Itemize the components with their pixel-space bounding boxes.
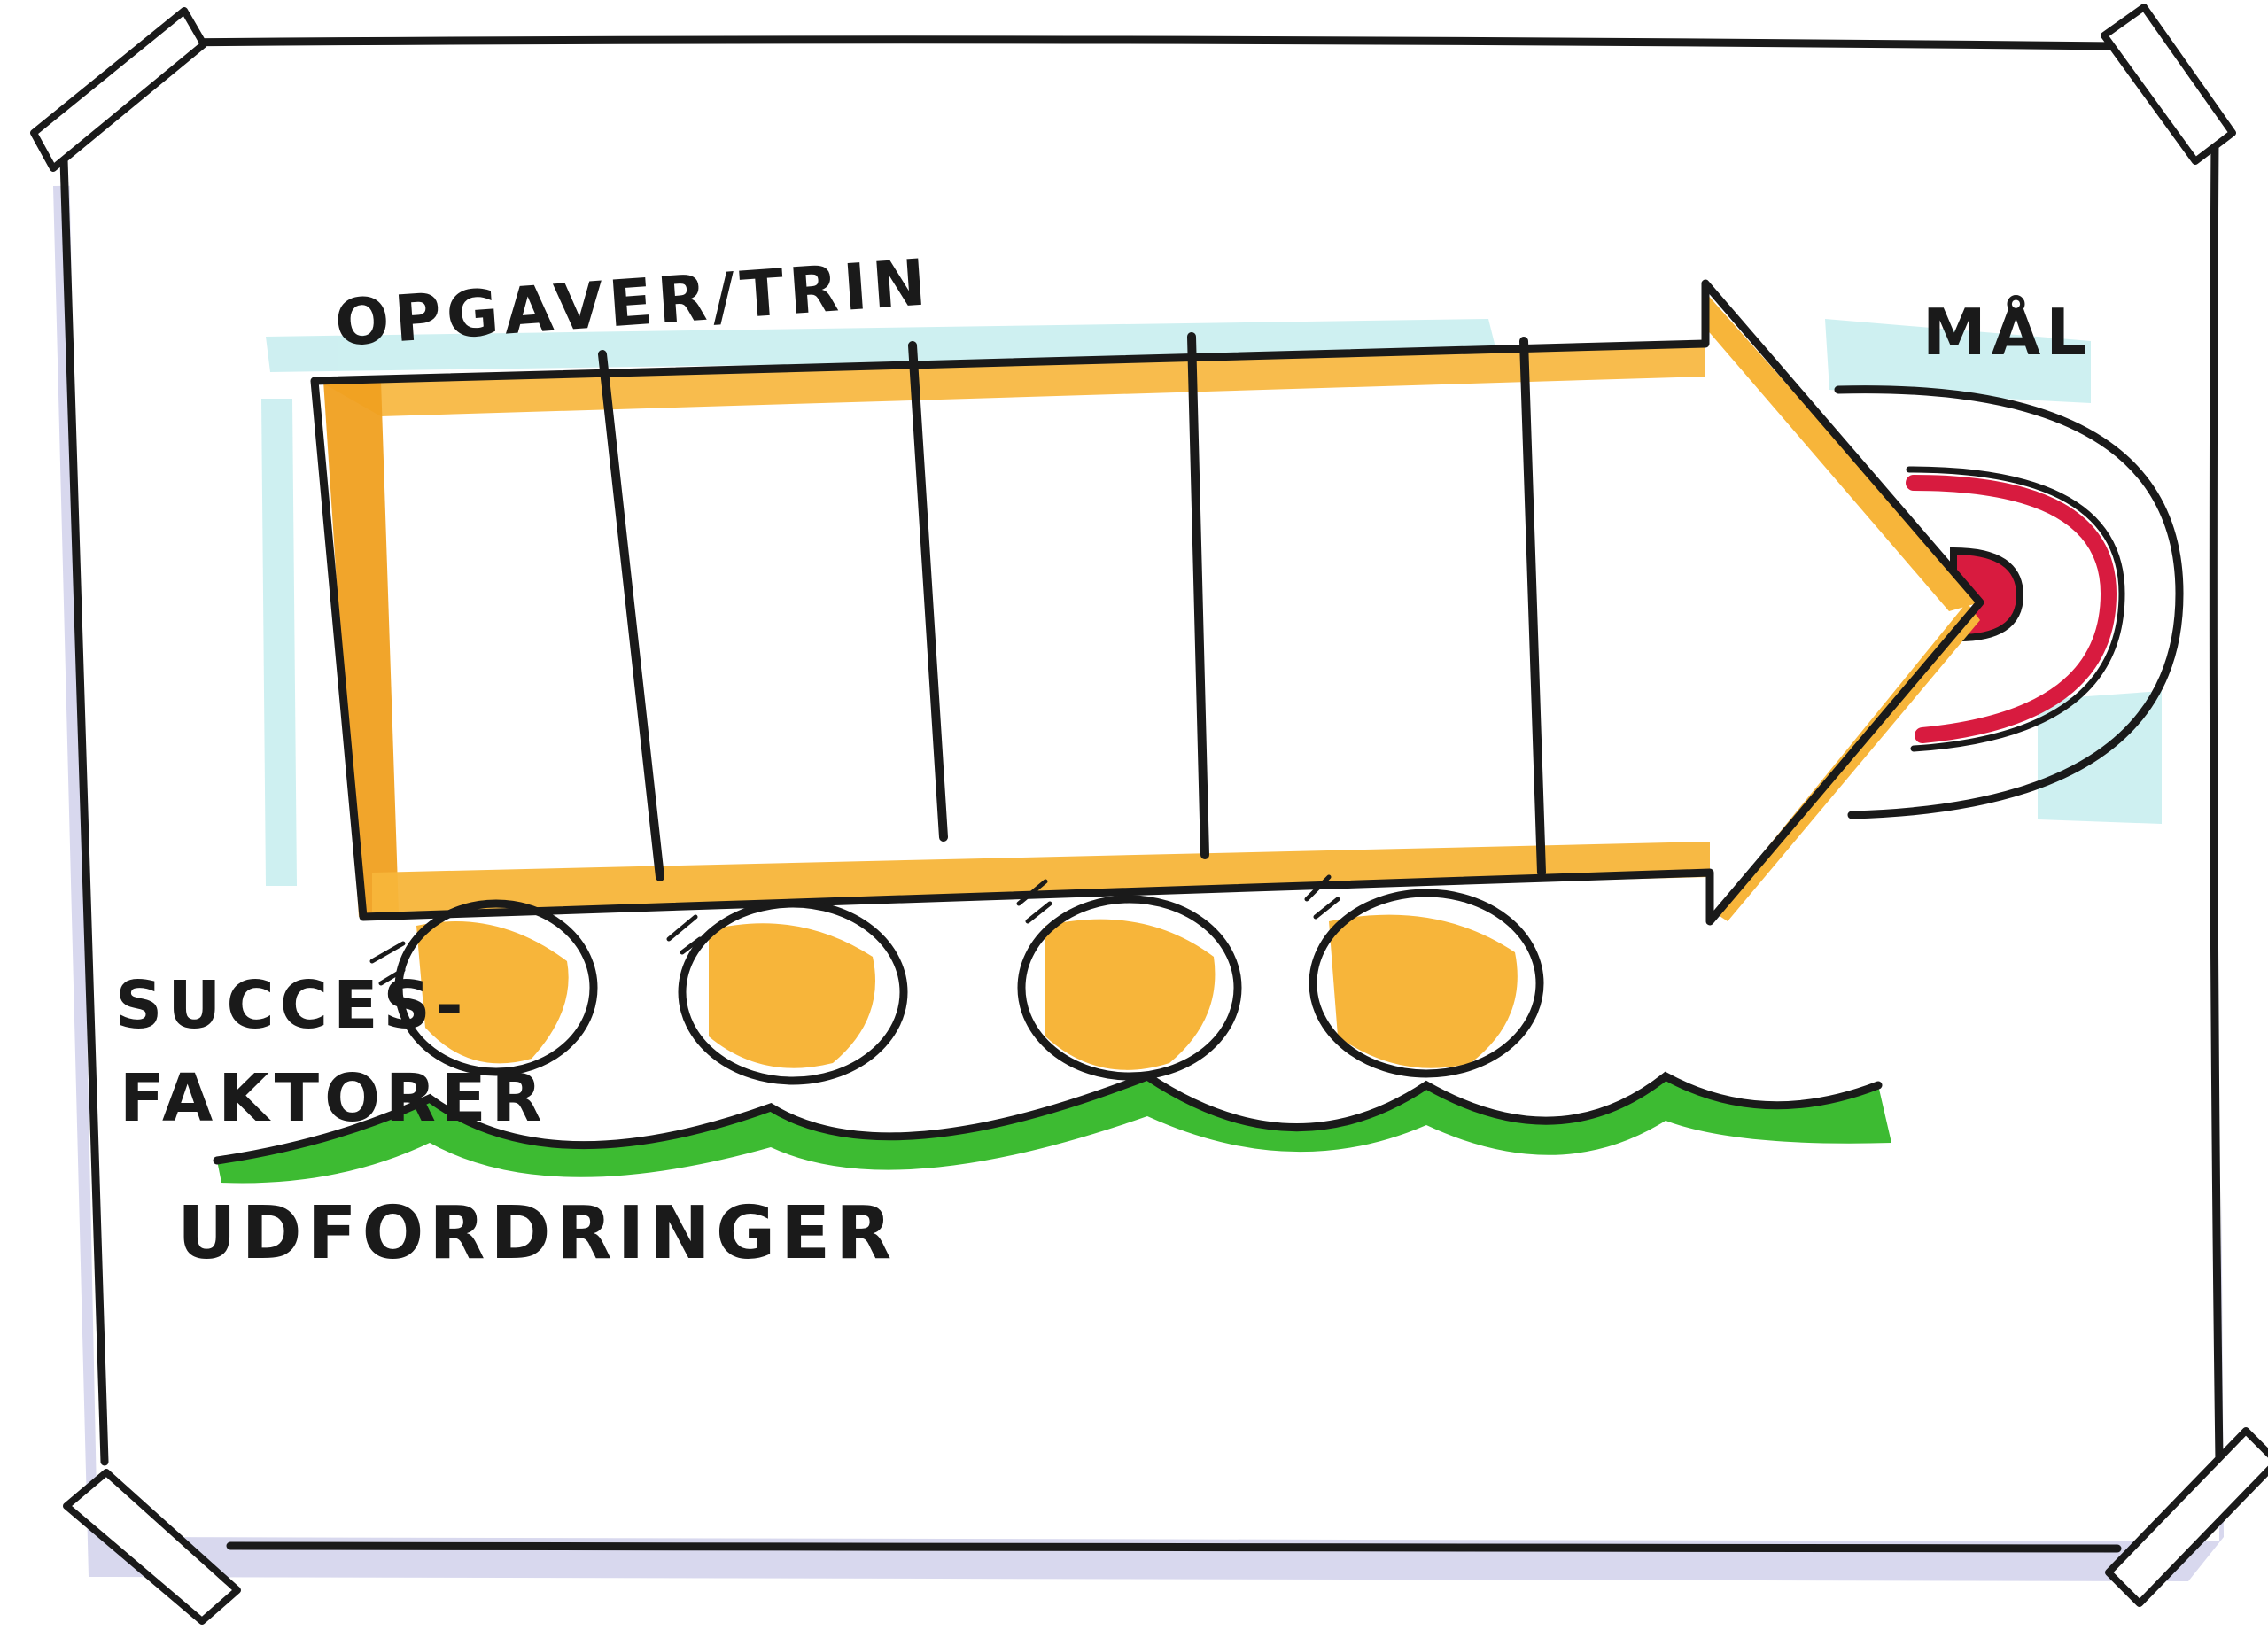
tape-icon [30, 4, 2268, 1625]
wheel-icon [369, 874, 1544, 1085]
success-factors-line1: SUCCES- [115, 967, 469, 1044]
arrow-body [310, 279, 1984, 926]
paper-frame [59, 35, 2224, 1553]
challenges-label: UDFORDRINGER [177, 1192, 897, 1276]
task-dividers [598, 332, 1546, 881]
wave-icon [213, 1071, 1891, 1184]
success-factors-line2: FAKTORER [120, 1060, 548, 1137]
goal-label: MÅL [1922, 295, 2092, 369]
target-icon [1834, 385, 2184, 819]
